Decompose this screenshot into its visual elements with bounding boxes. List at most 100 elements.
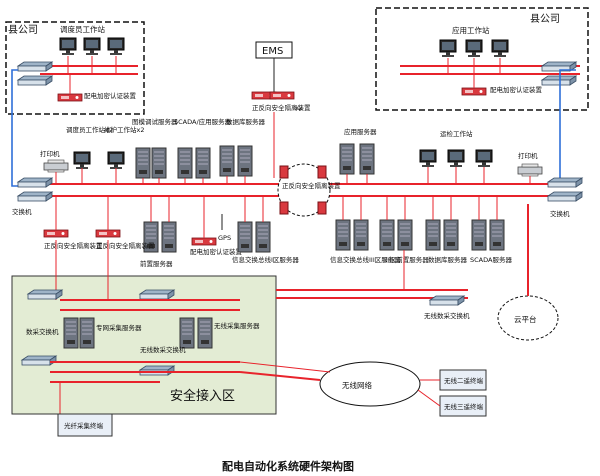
center-isolation-circle [277,163,331,217]
right-county-border [375,7,589,111]
db-server-left-label: 数据库服务器 [226,117,266,126]
ems-group: EMS 正反向安全隔离装置 x2 [251,41,311,178]
right-county-auth-label: 配电加密认证装置 [490,85,543,94]
right-county-auth-device [461,87,487,96]
info-bus-i-icon-2 [255,221,271,253]
db-server-right-label: 数据库服务器 [428,255,468,264]
right-county-station-label: 应用工作站 [452,25,490,35]
auth-mid-device [191,237,217,246]
secure-zone-group: 安全接入区 专网采集服务器 无线采集服务器 数采交换机 无线数采交换机 [11,240,277,415]
switch-right-1 [547,177,583,188]
zone3-frontend-icon-2 [397,219,413,251]
left-county-switch-1 [17,61,53,72]
maint-ws-icon [107,151,125,170]
zone-switch-1 [27,289,63,300]
app-server-icon-1 [339,143,355,175]
printer-left-icon [43,159,69,173]
switch-left-label: 交换机 [12,207,32,216]
left-iso-label-2: 正反向安全隔离装置 [96,241,155,250]
scada-right-icon-2 [489,219,505,251]
dispatcher-pc-1 [59,37,77,56]
switch-right-label: 交换机 [550,209,570,218]
private-net-server-label: 专网采集服务器 [96,323,142,332]
db-server-right-icon-1 [425,219,441,251]
info-bus-iii-icon-1 [335,219,351,251]
info-bus-i-label: 信息交换总线I区服务器 [232,255,299,264]
center-isolation-group: 正反向安全隔离装置 [277,163,341,217]
center-iso-device-1 [279,165,289,179]
switch-left-1 [17,177,53,188]
left-county-auth-device [57,93,83,102]
wireless-switch-right-label: 无线数采交换机 [424,311,470,320]
ops-ws-icon-1 [419,149,437,168]
dispatcher-pc-2 [83,37,101,56]
right-county-switch-2 [541,75,577,86]
auth-mid-label: 配电加密认证装置 [190,247,243,256]
db-server-left-icon-1 [219,145,235,177]
fiber-terminal-label: 光纤采集终端 [64,421,104,430]
right-county-label: 县公司 [530,13,560,25]
info-bus-iii-icon-2 [353,219,369,251]
zone-switch-2 [139,289,175,300]
db-server-right-icon-2 [443,219,459,251]
info-bus-i-icon-1 [237,221,253,253]
center-iso-device-3 [279,201,289,215]
collect-switch-label: 数采交换机 [26,327,59,336]
private-net-server-icon-2 [79,317,95,349]
wireless-terminal-1-label: 无线二遥终端 [444,376,484,385]
ems-isolation-device-2 [269,91,295,100]
left-county-label: 县公司 [8,24,38,36]
private-net-server-icon-1 [63,317,79,349]
left-county-station-label: 调度员工作站 [60,24,105,34]
wireless-terminal-2-label: 无线三遥终端 [444,402,484,411]
app-pc-1 [439,39,457,58]
ems-multiplier: x2 [295,104,303,112]
wireless-server-icon-2 [197,317,213,349]
wireless-net-label: 无线网络 [342,380,372,390]
zone3-frontend-icon-1 [379,219,395,251]
frontend-server-icon-2 [161,221,177,253]
left-county-auth-label: 配电加密认证装置 [84,91,137,100]
zone-wireless-switch-icon [139,365,175,376]
ems-label: EMS [262,46,283,57]
center-iso-device-2 [317,165,327,179]
scada-server-label: SCADA/应用服务器 [174,117,232,126]
app-servers-label: 应用服务器 [344,127,377,136]
wireless-net-cloud [319,361,421,407]
left-iso-device-1 [43,229,69,238]
ops-ws-label: 运检工作站 [440,129,473,138]
scada-server-icon-2 [195,147,211,179]
right-blue-link [559,69,576,186]
ems-isolation-label: 正反向安全隔离装置 [252,103,311,112]
left-iso-device-2 [95,229,121,238]
scada-server-icon-1 [177,147,193,179]
left-county-border [5,21,145,115]
left-iso-label-1: 正反向安全隔离装置 [44,241,103,250]
graph-server-label: 图模调试服务器 [132,117,178,126]
collect-switch-icon [21,355,57,366]
wireless-switch-right-icon [429,295,465,306]
left-county-group: 县公司 调度员工作站 配电加密认证装置 [5,21,145,115]
maint-ws-label: 维护工作站x2 [104,125,144,134]
ops-ws-icon-2 [447,149,465,168]
left-blue-link [11,69,22,187]
dispatcher-pc-3 [107,37,125,56]
switch-right-2 [547,191,583,202]
app-server-icon-2 [359,143,375,175]
right-county-group: 县公司 应用工作站 配电加密认证装置 [375,7,589,111]
diagram-caption: 配电自动化系统硬件架构图 [222,459,354,473]
printer-right-icon [517,163,543,177]
graph-server-icon-1 [135,147,151,179]
graph-server-icon-2 [151,147,167,179]
db-server-left-icon-2 [237,145,253,177]
printer-left-label: 打印机 [40,149,60,158]
wireless-server-icon-1 [179,317,195,349]
dispatcher-ws-label: 调度员工作站x2 [66,125,113,134]
dispatcher-ws-icon [73,151,91,170]
app-pc-3 [491,39,509,58]
zone3-frontend-label: III区前置服务器 [384,255,429,264]
wireless-network-group: 无线网络 [239,361,421,407]
scada-right-label: SCADA服务器 [470,255,512,264]
center-iso-device-4 [317,201,327,215]
